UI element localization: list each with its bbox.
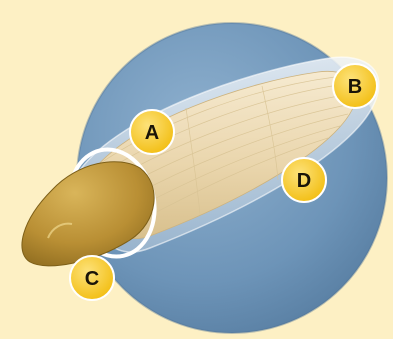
callout-d-label: D (297, 170, 311, 192)
callout-c-label: C (85, 268, 99, 290)
callout-b: B (333, 64, 377, 108)
callout-a-label: A (145, 122, 159, 144)
callout-d: D (282, 158, 326, 202)
callout-a: A (130, 110, 174, 154)
callout-b-label: B (348, 76, 362, 98)
callout-c: C (70, 256, 114, 300)
